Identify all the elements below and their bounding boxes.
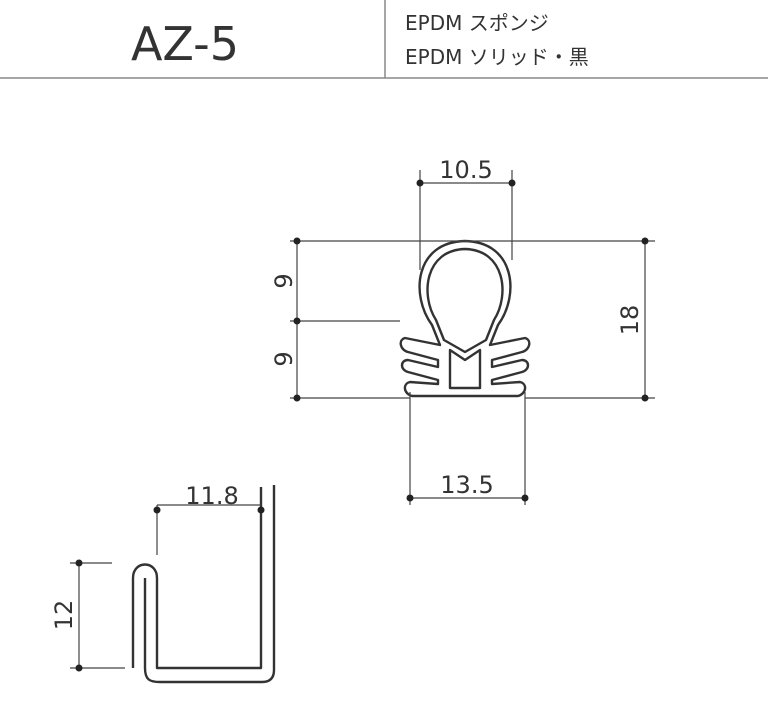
dim-upper-height: 9 — [270, 273, 298, 288]
model-title: AZ-5 — [131, 17, 239, 71]
dim-flange-width: 11.8 — [185, 482, 238, 510]
seal-profile — [399, 239, 531, 398]
dim-flange-height: 12 — [50, 600, 78, 631]
header: AZ-5 EPDM スポンジ EPDM ソリッド・黒 — [0, 0, 768, 79]
flange-profile: 11.8 12 — [50, 482, 276, 684]
dim-base-width: 13.5 — [440, 471, 493, 499]
material-1: EPDM スポンジ — [405, 11, 549, 35]
material-2: EPDM ソリッド・黒 — [405, 45, 589, 69]
dim-top-width: 10.5 — [439, 156, 492, 184]
dimension-lines: 10.5 9 9 18 13.5 — [270, 156, 655, 505]
dim-total-height: 18 — [616, 305, 644, 336]
dim-lower-height: 9 — [270, 351, 298, 366]
